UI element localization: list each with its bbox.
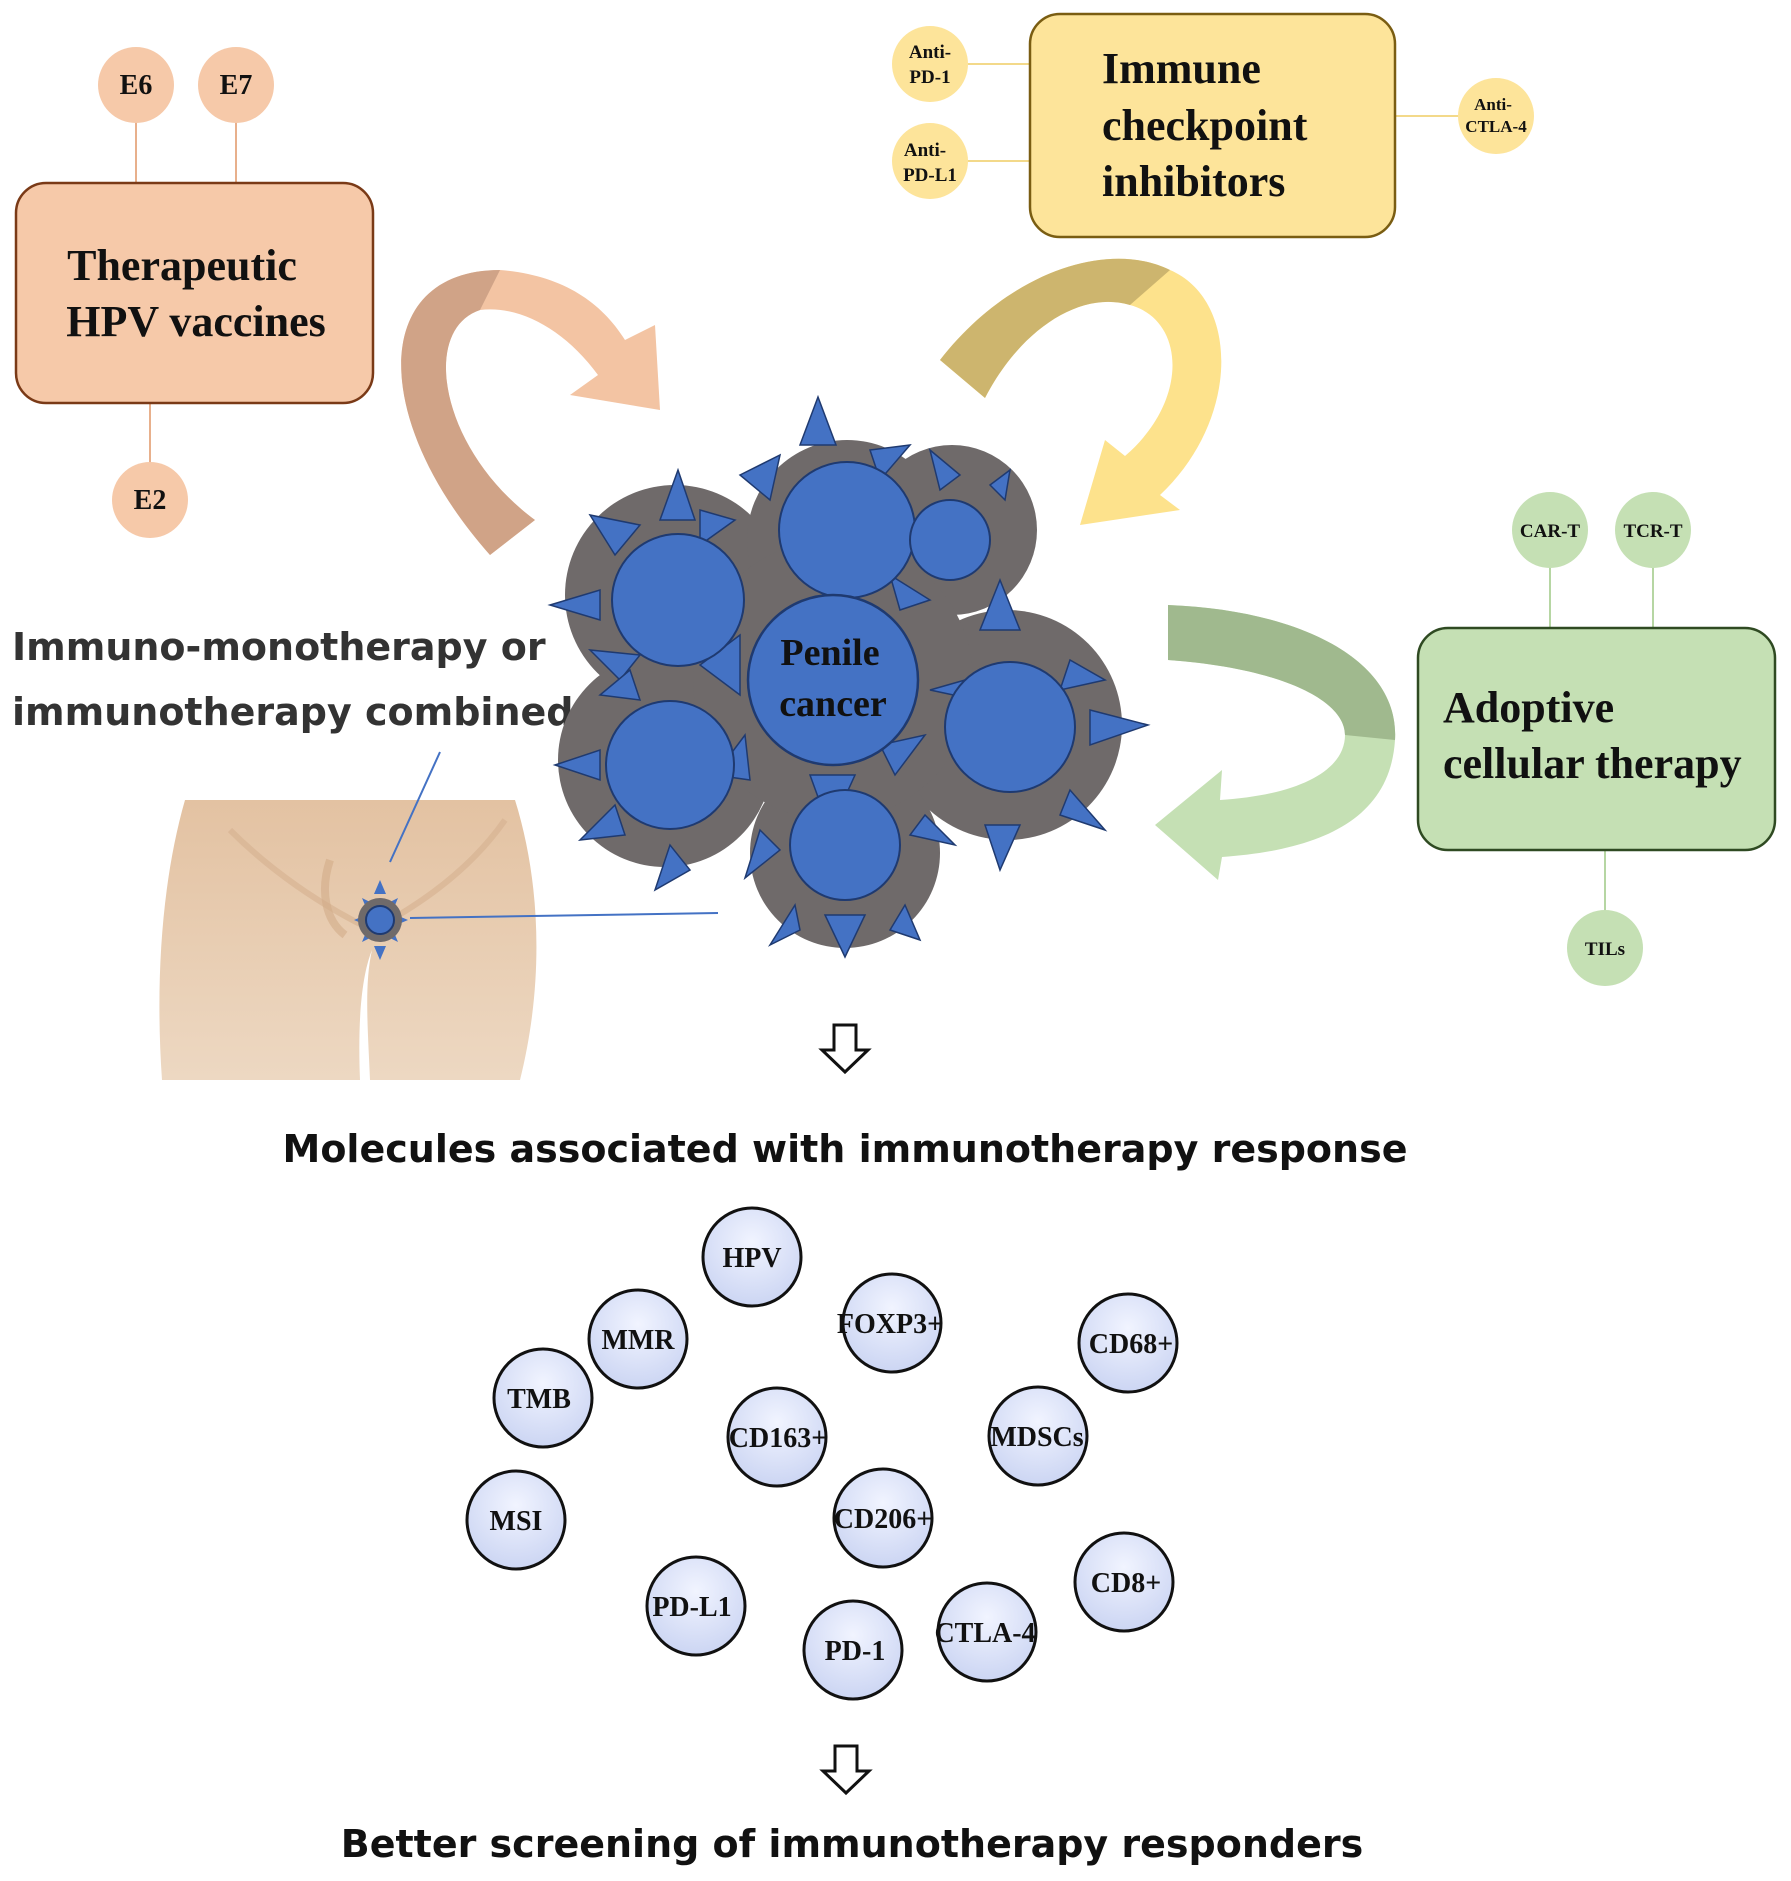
ici-title-line2: checkpoint xyxy=(1102,101,1308,150)
down-arrow-1 xyxy=(818,1023,872,1075)
treatment-mode-label: Immuno-monotherapy or immunotherapy comb… xyxy=(12,625,573,734)
ici-module: Anti- PD-1 Anti- PD-L1 Anti- CTLA-4 Immu… xyxy=(892,12,1534,239)
molecule-pd-1: PD-1 xyxy=(802,1599,904,1701)
ici-title-line1: Immune xyxy=(1102,44,1261,93)
anti-pdl1-node xyxy=(892,123,968,199)
hpv-vaccine-title-line1: Therapeutic xyxy=(67,241,297,290)
molecule-mmr: MMR xyxy=(587,1288,689,1390)
svg-text:PD-1: PD-1 xyxy=(825,1636,886,1667)
body-illustration xyxy=(159,751,719,1080)
molecule-cd163: CD163+ xyxy=(726,1386,828,1488)
molecule-pd-l1: PD-L1 xyxy=(645,1555,747,1657)
molecule-msi: MSI xyxy=(465,1469,567,1571)
molecule-foxp3: FOXP3+ xyxy=(837,1272,943,1374)
molecule-mdscs: MDSCs xyxy=(987,1385,1089,1487)
tumor-label-line2: cancer xyxy=(779,683,887,725)
act-module: CAR-T TCR-T TILs Adoptive cellular thera… xyxy=(1416,492,1777,986)
e2-node xyxy=(112,462,188,538)
tcr-t-node xyxy=(1615,492,1691,568)
hpv-vaccine-title-line2: HPV vaccines xyxy=(66,297,326,346)
svg-text:CD163+: CD163+ xyxy=(729,1423,827,1454)
anti-pdl1-label-line2: PD-L1 xyxy=(903,165,957,186)
ici-arrow xyxy=(940,258,1222,525)
molecule-cd8: CD8+ xyxy=(1073,1531,1175,1633)
ici-title-line3: inhibitors xyxy=(1102,157,1285,206)
tumor-cluster: Penile cancer xyxy=(547,394,1151,959)
mono-label-line2: immunotherapy combined xyxy=(12,690,573,734)
molecule-bubbles: HPV FOXP3+ MMR CD68+ TMB CD163+ MDSCs M xyxy=(465,1206,1179,1701)
molecule-cd68: CD68+ xyxy=(1077,1292,1179,1394)
svg-text:MMR: MMR xyxy=(601,1325,675,1356)
tcr-t-label: TCR-T xyxy=(1623,521,1682,542)
svg-text:CD8+: CD8+ xyxy=(1091,1568,1161,1599)
e6-node xyxy=(98,47,174,123)
molecule-hpv: HPV xyxy=(701,1206,803,1308)
e7-label: E7 xyxy=(220,70,253,101)
anti-pd1-label-line1: Anti- xyxy=(909,42,951,63)
e2-label: E2 xyxy=(134,485,167,516)
svg-text:CD206+: CD206+ xyxy=(834,1504,932,1535)
anti-ctla4-label-line2: CTLA-4 xyxy=(1465,117,1527,136)
svg-text:HPV: HPV xyxy=(722,1243,781,1274)
svg-text:CTLA-4: CTLA-4 xyxy=(934,1618,1035,1649)
act-box xyxy=(1416,626,1777,852)
ici-box xyxy=(1028,12,1397,239)
tils-label: TILs xyxy=(1585,939,1625,960)
hpv-arrow xyxy=(401,270,660,555)
anti-pdl1-label-line1: Anti- xyxy=(904,140,946,161)
molecule-cd206: CD206+ xyxy=(832,1467,934,1569)
down-arrow-2 xyxy=(819,1744,873,1796)
footer-conclusion: Better screening of immunotherapy respon… xyxy=(341,1822,1364,1866)
molecule-ctla-4: CTLA-4 xyxy=(934,1581,1038,1683)
svg-text:MSI: MSI xyxy=(490,1506,543,1537)
anti-ctla4-node xyxy=(1458,78,1534,154)
tumor-label-line1: Penile xyxy=(780,632,879,674)
molecule-tmb: TMB xyxy=(492,1347,594,1449)
svg-text:CD68+: CD68+ xyxy=(1089,1329,1173,1360)
svg-text:TMB: TMB xyxy=(507,1384,571,1415)
tils-node xyxy=(1567,910,1643,986)
anti-pd1-label-line2: PD-1 xyxy=(909,67,950,88)
svg-text:PD-L1: PD-L1 xyxy=(652,1592,731,1623)
mono-label-line1: Immuno-monotherapy or xyxy=(12,625,546,669)
car-t-node xyxy=(1512,492,1588,568)
molecules-title: Molecules associated with immunotherapy … xyxy=(283,1127,1408,1171)
anti-ctla4-label-line1: Anti- xyxy=(1474,95,1512,114)
penile-cancer-core xyxy=(746,593,920,767)
anti-pd1-node xyxy=(892,26,968,102)
e6-label: E6 xyxy=(120,70,153,101)
act-title-line1: Adoptive xyxy=(1443,683,1614,732)
svg-text:MDSCs: MDSCs xyxy=(990,1422,1083,1453)
hpv-vaccine-module: E6 E7 E2 Therapeutic HPV vaccines xyxy=(14,47,375,538)
hpv-vaccine-box xyxy=(14,181,375,405)
small-tumor-icon xyxy=(354,880,408,960)
act-title-line2: cellular therapy xyxy=(1443,739,1742,788)
car-t-label: CAR-T xyxy=(1520,521,1580,542)
act-arrow xyxy=(1155,605,1396,880)
svg-text:FOXP3+: FOXP3+ xyxy=(837,1309,943,1340)
e7-node xyxy=(198,47,274,123)
